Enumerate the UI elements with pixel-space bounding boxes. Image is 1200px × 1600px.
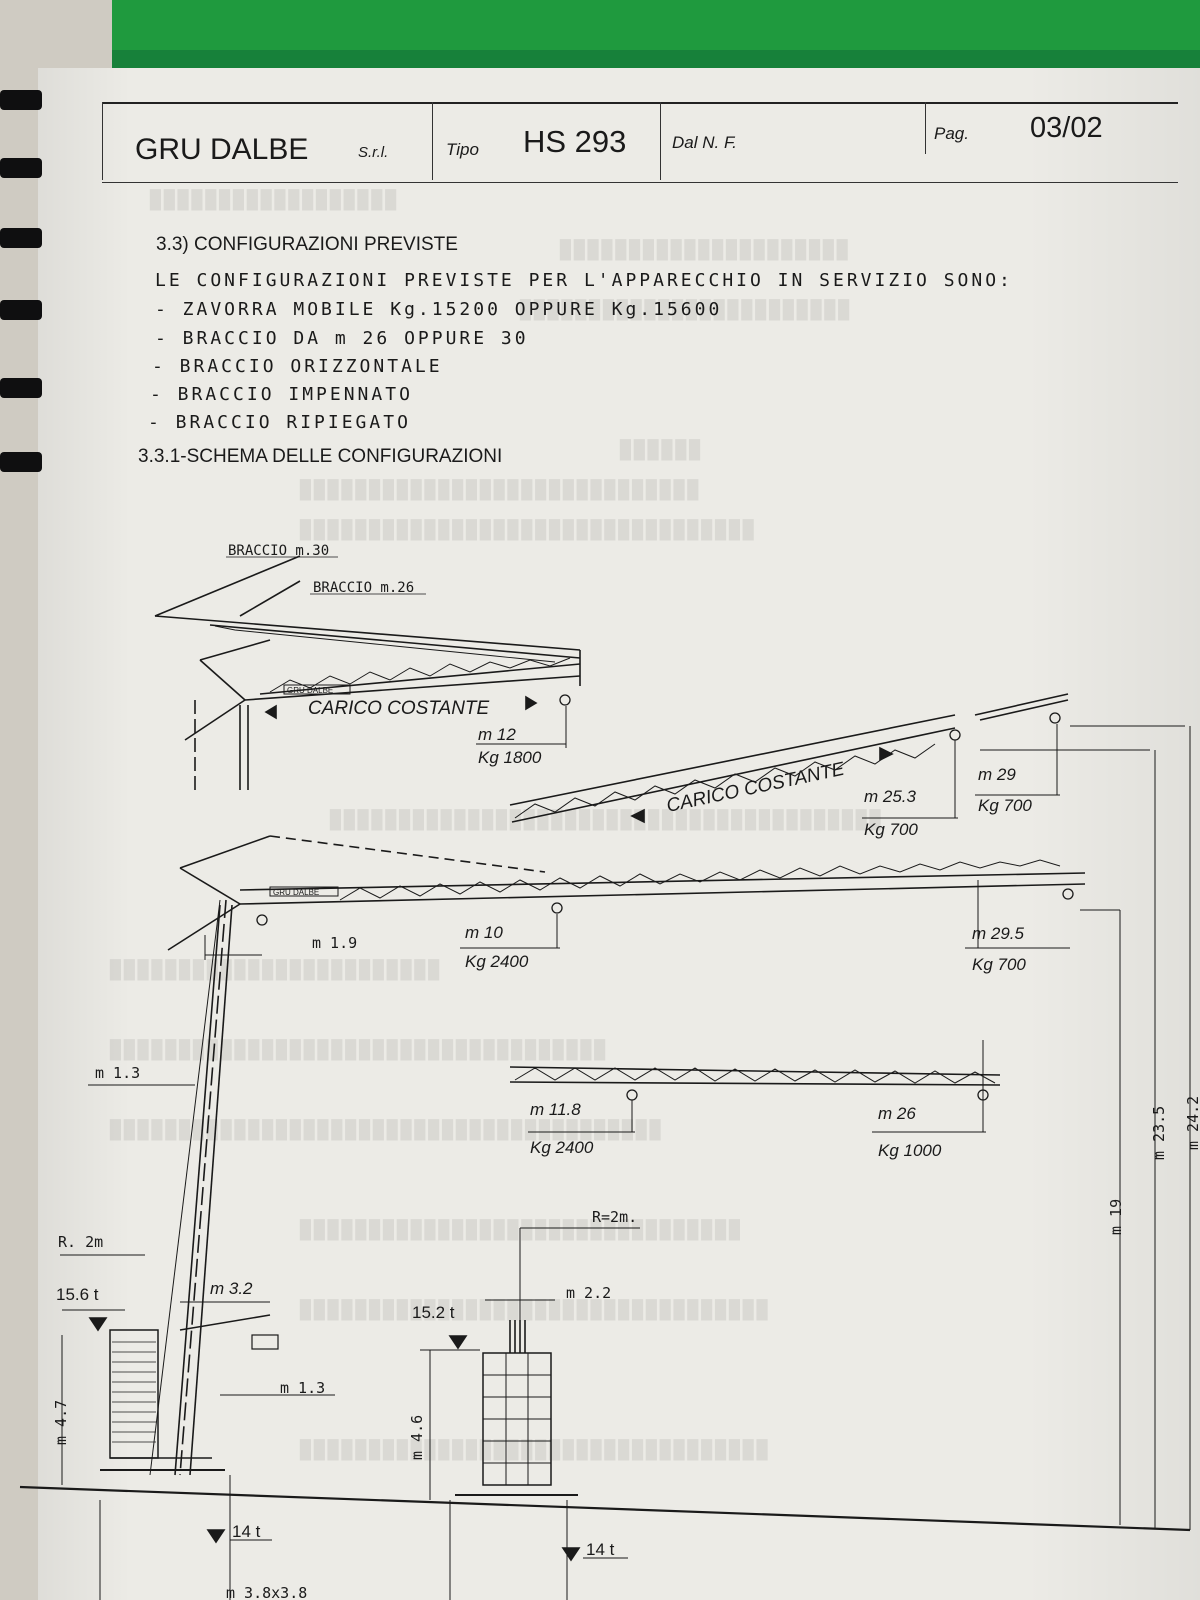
ground-line-and-height-dimensions [19,726,1191,1532]
left-tower-and-base [60,899,335,1600]
header-cell-divider [432,102,433,180]
dim-r2m-right: R=2m. [592,1208,637,1226]
carico-costante-label: CARICO COSTANTE [665,759,847,817]
config-item: - BRACCIO ORIZZONTALE [152,356,443,377]
dim-14t-right: 14 t [586,1540,615,1559]
type-label: Tipo [446,140,479,159]
horizontal-jib-configuration [167,835,1120,960]
document-page [38,68,1200,1600]
dim-1-3-top: m 1.3 [95,1064,140,1082]
short-far-load: Kg 1000 [878,1141,942,1160]
carico-costante-label: CARICO COSTANTE [308,698,490,719]
page-number: 03/02 [1030,112,1103,144]
folded-load: Kg 1800 [478,748,542,767]
dim-r2m-left: R. 2m [58,1233,103,1251]
config-item: - BRACCIO IMPENNATO [150,384,413,405]
spiral-ring [0,300,42,320]
spiral-ring [0,90,42,110]
short-near-load: Kg 2400 [530,1138,594,1157]
page-label: Pag. [934,124,969,143]
dim-2-2: m 2.2 [566,1284,611,1302]
document-header [102,102,1178,183]
intro-line: LE CONFIGURAZIONI PREVISTE PER L'APPAREC… [155,270,1013,291]
dim-23-5: m 23.5 [1150,1106,1168,1160]
diagram-labels: BRACCIO m.30 BRACCIO m.26 GRU DALBE CARI… [52,543,1200,1600]
folded-jib-configuration [154,555,581,790]
spiral-ring [0,158,42,178]
folded-radius: m 12 [478,725,516,744]
green-folder-background [112,0,1200,78]
config-item: - BRACCIO DA m 26 OPPURE 30 [155,328,529,349]
dim-1-9: m 1.9 [312,934,357,952]
dim-24-2: m 24.2 [1184,1096,1200,1150]
luffed-mid-radius: m 25.3 [864,787,917,806]
dim-base: m 3.8x3.8 [226,1584,307,1600]
right-tower-and-base [420,1227,640,1600]
company-suffix: S.r.l. [358,144,389,161]
dim-15-2: 15.2 t [412,1303,455,1322]
brand-plate-top: GRU DALBE [287,686,333,695]
short-near-radius: m 11.8 [530,1100,581,1119]
config-item: - ZAVORRA MOBILE Kg.15200 OPPURE Kg.1560… [155,299,723,320]
horizontal-far-load: Kg 700 [972,955,1026,974]
brand-plate-main: GRU DALBE [273,888,319,897]
luffed-mid-load: Kg 700 [864,820,918,839]
dim-15-6: 15.6 t [56,1285,99,1304]
horizontal-near-radius: m 10 [465,923,503,942]
dim-4-6: m 4.6 [408,1415,426,1460]
serial-label: Dal N. F. [672,133,737,152]
section-subtitle: 3.3.1-SCHEMA DELLE CONFIGURAZIONI [138,446,503,467]
dim-3-2: m 3.2 [210,1279,253,1298]
spiral-ring [0,452,42,472]
dim-4-7: m 4.7 [52,1400,70,1445]
luffed-tip-radius: m 29 [978,765,1016,784]
dim-14t-left: 14 t [232,1522,261,1541]
company-name: GRU DALBE [135,133,309,166]
spiral-ring [0,378,42,398]
section-title: 3.3) CONFIGURAZIONI PREVISTE [156,234,458,255]
horizontal-near-load: Kg 2400 [465,952,529,971]
luffed-tip-load: Kg 700 [978,796,1032,815]
config-item: - BRACCIO RIPIEGATO [148,412,411,433]
dim-19: m 19 [1107,1199,1125,1235]
spiral-ring [0,228,42,248]
header-cell-divider [660,102,661,180]
jib-26-label: BRACCIO m.26 [313,580,414,596]
header-cell-divider [925,102,926,154]
jib-30-label: BRACCIO m.30 [228,543,329,559]
horizontal-far-radius: m 29.5 [972,924,1025,943]
dim-1-3-bottom: m 1.3 [280,1379,325,1397]
header-cell-divider [102,102,103,180]
short-jib-configuration [509,1040,1001,1133]
model-name: HS 293 [523,124,627,159]
luffed-jib-configuration [509,693,1185,824]
short-far-radius: m 26 [878,1104,916,1123]
